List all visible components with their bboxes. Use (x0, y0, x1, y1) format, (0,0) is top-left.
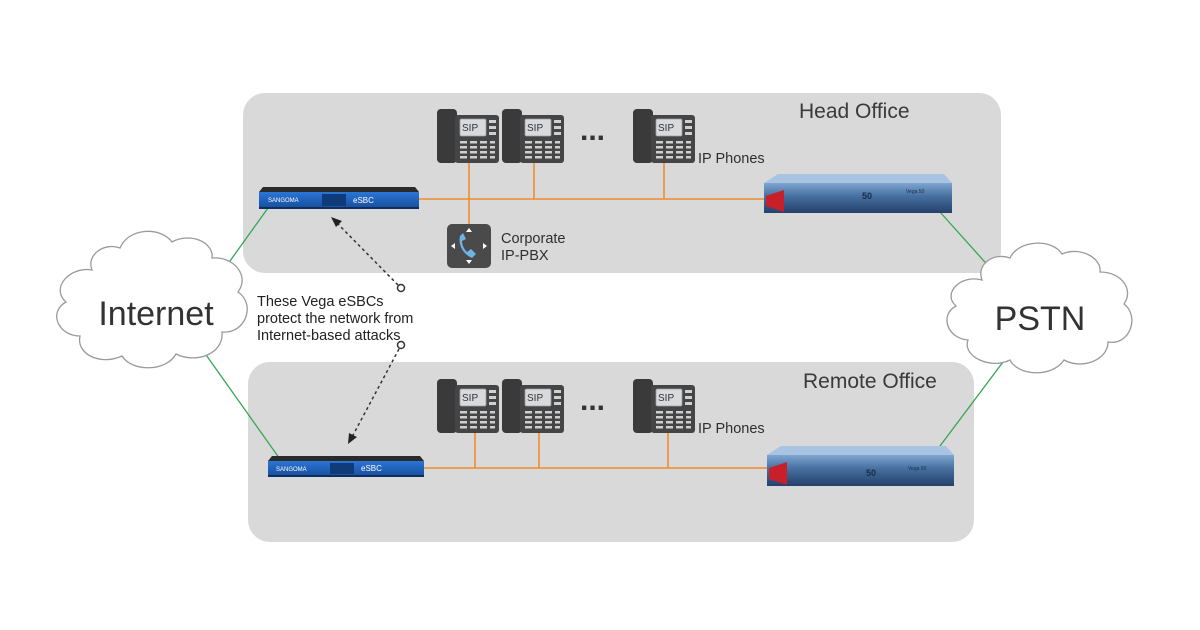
head-phones-ellipsis: ... (580, 114, 605, 147)
wan-link-head-esbc (224, 207, 269, 269)
remote-office-region (248, 362, 974, 542)
callout-line2: protect the network from (257, 311, 413, 327)
remote-ip-phone: SIP (436, 378, 500, 434)
callout-line3: Internet-based attacks (257, 328, 400, 344)
sip-label: SIP (527, 123, 543, 134)
esbc-model: eSBC (353, 196, 374, 205)
gateway-model: 50 (866, 468, 876, 478)
arrowhead-icon (331, 217, 342, 227)
head-lan (418, 162, 765, 226)
pstn-label: PSTN (995, 300, 1086, 338)
wan-link-remote-esbc (203, 351, 283, 463)
head-esbc-device: SANGOMA eSBC (259, 187, 419, 209)
remote-ip-phones-label: IP Phones (698, 421, 765, 437)
remote-phones-ellipsis: ... (580, 384, 605, 417)
desk-phone-icon (501, 378, 565, 434)
desk-phone-icon (436, 108, 500, 164)
gateway-model: 50 (862, 191, 872, 201)
corporate-ip-pbx: Corporate IP-PBX (447, 224, 565, 268)
sip-label: SIP (658, 123, 674, 134)
cloud-icon (946, 242, 1133, 374)
remote-lan (422, 432, 768, 469)
remote-ip-phone: SIP (501, 378, 565, 434)
wan-link-remote-gateway (927, 361, 1004, 463)
arrowhead-icon (348, 433, 357, 444)
remote-vega-gateway: 50 Vega 50 (767, 446, 954, 486)
sip-label: SIP (658, 393, 674, 404)
head-office-title: Head Office (799, 100, 910, 123)
sip-label: SIP (527, 393, 543, 404)
head-ip-phone: SIP (436, 108, 500, 164)
esbc-callout: These Vega eSBCs protect the network fro… (257, 217, 413, 444)
desk-phone-icon (632, 378, 696, 434)
sip-label: SIP (462, 393, 478, 404)
pstn-cloud: PSTN (946, 242, 1133, 374)
esbc-brand: SANGOMA (268, 198, 299, 204)
head-office-region (243, 93, 1001, 273)
remote-ip-phone: SIP (632, 378, 696, 434)
pbx-label-line2: IP-PBX (501, 248, 549, 264)
internet-cloud: Internet (56, 230, 248, 369)
head-ip-phone: SIP (501, 108, 565, 164)
esbc-model: eSBC (361, 464, 382, 473)
sip-label: SIP (462, 123, 478, 134)
remote-office-title: Remote Office (803, 370, 937, 393)
pbx-label-line1: Corporate (501, 231, 565, 247)
remote-esbc-device: SANGOMA eSBC (268, 456, 424, 477)
head-vega-gateway: 50 Vega 50 (764, 174, 952, 213)
gateway-series: Vega 50 (908, 466, 927, 472)
desk-phone-icon (501, 108, 565, 164)
internet-label: Internet (98, 295, 214, 333)
esbc-brand: SANGOMA (276, 467, 307, 473)
callout-line1: These Vega eSBCs (257, 294, 384, 310)
wan-link-head-gateway (939, 211, 993, 271)
cloud-icon (56, 230, 248, 369)
desk-phone-icon (632, 108, 696, 164)
head-ip-phones-label: IP Phones (698, 151, 765, 167)
wan-links (203, 207, 1004, 463)
head-ip-phone: SIP (632, 108, 696, 164)
gateway-series: Vega 50 (906, 189, 925, 195)
desk-phone-icon (436, 378, 500, 434)
pbx-handset-icon (447, 224, 491, 268)
